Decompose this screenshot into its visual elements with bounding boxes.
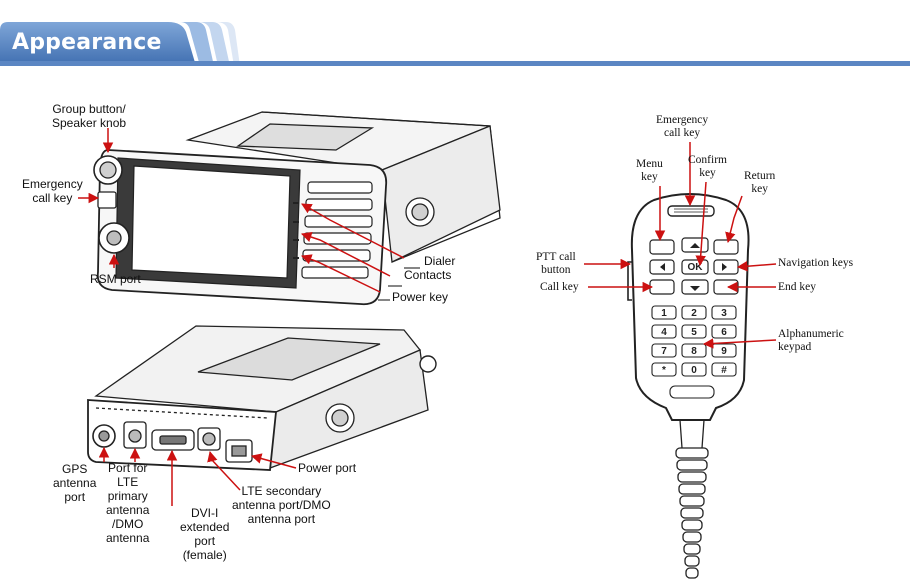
key-2: 2 — [691, 308, 697, 319]
microphone-illustration: OK 1 2 3 4 5 6 7 8 9 * 0 # — [627, 193, 750, 579]
key-8: 8 — [691, 346, 697, 357]
key-0: 0 — [691, 365, 697, 376]
label-mic-call-key: Call key — [540, 281, 579, 293]
label-power-port: Power port — [298, 461, 357, 475]
label-gps-port: GPS antenna port — [53, 462, 97, 504]
key-1: 1 — [661, 308, 667, 319]
header-divider — [0, 61, 910, 66]
label-mic-return-key: Return key — [744, 170, 776, 195]
label-power-key: Power key — [392, 290, 449, 304]
radio-front-view — [93, 111, 501, 306]
label-mic-navigation-keys: Navigation keys — [778, 257, 854, 269]
label-group-button: Group button/ Speaker knob — [52, 102, 127, 130]
key-7: 7 — [661, 346, 667, 357]
title-tab-shape — [0, 22, 240, 66]
label-rsm-port: RSM port — [90, 272, 141, 286]
label-mic-menu-key: Menu key — [636, 158, 663, 183]
callout-arrows — [78, 128, 777, 506]
callout-lines — [378, 267, 420, 301]
key-hash: # — [721, 365, 727, 376]
label-mic-keypad: Alphanumeric keypad — [778, 328, 844, 353]
label-lte-secondary-port: LTE secondary antenna port/DMO antenna p… — [232, 484, 331, 526]
ok-key-label: OK — [688, 262, 704, 273]
label-lte-primary-port: Port for LTE primary antenna /DMO antenn… — [106, 461, 150, 545]
label-mic-confirm-key: Confirm key — [688, 154, 727, 179]
label-dvi-port: DVI-I extended port (female) — [180, 506, 230, 562]
key-4: 4 — [661, 327, 667, 338]
label-mic-end-key: End key — [778, 281, 817, 293]
page-title: Appearance — [12, 30, 162, 55]
label-dialer: Dialer — [424, 254, 456, 268]
label-mic-ptt-button: PTT call button — [536, 251, 576, 276]
radio-rear-view — [87, 325, 437, 471]
section-header: Appearance — [0, 0, 910, 70]
key-3: 3 — [721, 308, 727, 319]
label-contacts: Contacts — [404, 268, 452, 282]
label-radio-emergency-key: Emergency call key — [22, 177, 83, 205]
key-star: * — [662, 365, 666, 376]
label-mic-emergency-key: Emergency call key — [656, 114, 709, 139]
key-9: 9 — [721, 346, 727, 357]
key-6: 6 — [721, 327, 727, 338]
key-5: 5 — [691, 327, 697, 338]
